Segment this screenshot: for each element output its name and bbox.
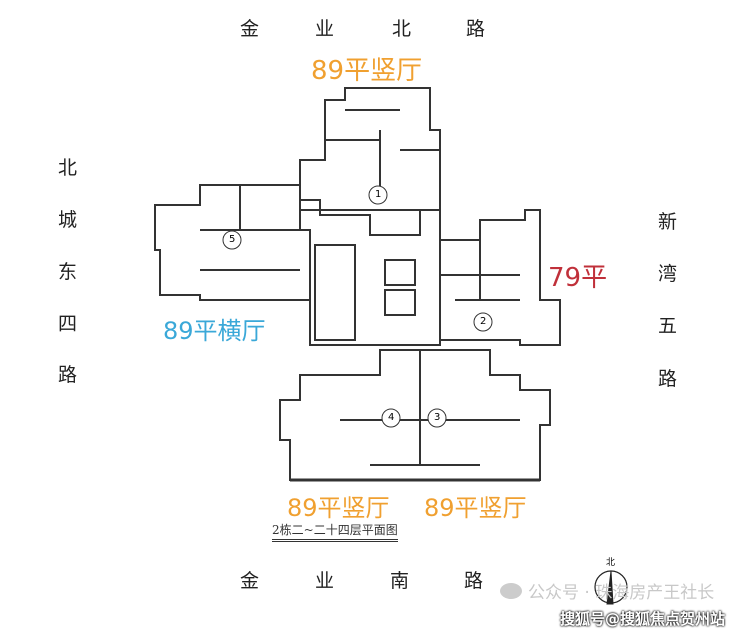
road-char: 湾	[658, 263, 678, 285]
road-char: 南	[390, 570, 410, 592]
unit-marker-1	[368, 185, 388, 205]
unit-2-interior	[440, 240, 520, 301]
unit-number-4: 4	[388, 412, 395, 423]
unit-label-bottom-left: 89平竖厅	[287, 494, 390, 522]
core-walls	[300, 209, 441, 346]
unit-label-bottom-right: 89平竖厅	[424, 494, 527, 522]
compass-icon	[594, 570, 628, 605]
units-3-4-walls	[279, 349, 551, 481]
road-char: 路	[58, 364, 78, 386]
unit-marker-2	[473, 312, 493, 332]
unit-label-right: 79平	[548, 263, 608, 293]
road-char: 北	[58, 157, 78, 179]
unit-number-3: 3	[434, 412, 441, 423]
unit-2-walls	[439, 209, 561, 346]
road-char: 业	[315, 570, 335, 592]
unit-number-1: 1	[375, 189, 382, 200]
wechat-watermark-text: 公众号 · 珠海房产王社长	[528, 583, 715, 603]
unit-marker-5	[222, 230, 242, 250]
road-char: 路	[466, 18, 486, 40]
road-char: 业	[315, 18, 335, 40]
unit-label-left: 89平横厅	[163, 317, 266, 345]
road-char: 新	[658, 211, 678, 233]
elevator	[384, 259, 416, 286]
plan-caption: 2栋二~二十四层平面图	[272, 521, 398, 542]
road-char: 城	[58, 209, 78, 231]
unit-label-top: 89平竖厅	[311, 56, 423, 86]
road-char: 四	[58, 313, 78, 335]
road-char: 五	[658, 315, 678, 337]
wechat-watermark: 公众号 · 珠海房产王社长	[500, 578, 714, 603]
wechat-icon	[500, 582, 522, 599]
road-char: 北	[392, 18, 412, 40]
stairwell	[314, 244, 356, 341]
units-3-4-interior	[340, 350, 520, 466]
road-char: 金	[240, 570, 260, 592]
unit-marker-3	[427, 408, 447, 428]
unit-5-interior	[200, 185, 300, 271]
road-char: 路	[658, 368, 678, 390]
unit-marker-4	[381, 408, 401, 428]
unit-1-interior	[325, 109, 440, 190]
elevator	[384, 289, 416, 316]
unit-number-2: 2	[480, 316, 487, 327]
road-char: 东	[58, 261, 78, 283]
sohu-watermark: 搜狐号@搜狐焦点贺州站	[560, 610, 726, 628]
compass-label: 北	[606, 558, 616, 568]
road-char: 金	[240, 18, 260, 40]
road-char: 路	[464, 570, 484, 592]
unit-number-5: 5	[229, 234, 236, 245]
